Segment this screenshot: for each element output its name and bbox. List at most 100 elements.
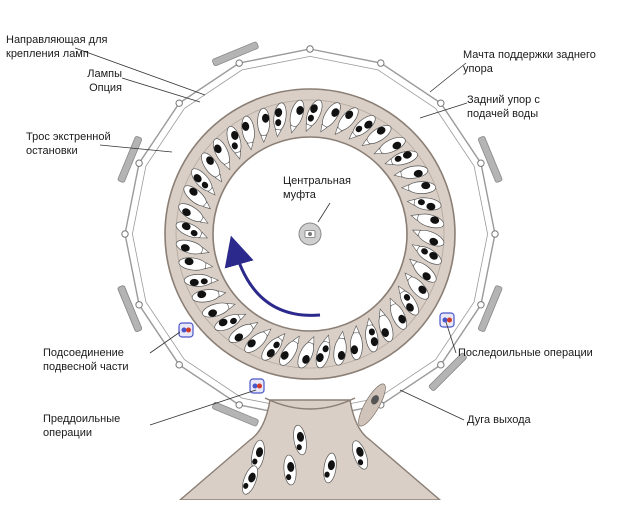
cow-stall [384,150,419,166]
cow-stall [406,197,442,211]
cow-stall [409,258,437,283]
exit-cow [242,465,258,495]
station-blue-dot [181,327,187,333]
cow-stall [410,213,445,229]
frame-node [377,59,385,67]
lamp-bar [212,401,259,427]
frame-node [235,401,243,409]
frame-node [175,99,183,107]
exit-cow [293,424,307,456]
frame-node [477,301,485,309]
frame-node [121,230,129,238]
lamp-bar [477,285,503,332]
cow-stall [183,274,220,287]
cow-stall [389,297,408,330]
cow-stall [315,334,331,369]
exit-cow [323,452,337,484]
exit-cow [352,440,368,470]
leader-line [121,77,201,103]
lamp-bars [117,41,503,427]
leader-line [317,202,331,223]
leader-line [445,321,457,354]
deck-rail [175,99,445,369]
label-lamp-guide: Направляющая для крепления ламп [6,34,108,60]
leader-line [149,331,181,354]
label-rear-stop-water: Задний упор с подачей воды [467,94,540,120]
lamp-bar [212,41,259,67]
cow-stall [398,285,419,316]
cow-stall [214,313,247,332]
cow-stall [212,138,231,171]
lamp-bar [117,285,143,332]
station-red-dot [186,327,191,333]
label-rear-stop-mast: Мачта поддержки заднего упора [463,49,596,75]
label-exit-arc: Дуга выхода [467,414,531,426]
label-lamps-option: Лампы Опция [87,68,122,94]
lamp-bar [428,352,467,391]
cow-stall [257,107,270,144]
leader-line [74,47,206,96]
cow-stall [175,221,209,239]
cow-stall [261,333,286,361]
cow-stall [226,125,242,160]
cow-stall [333,330,347,366]
cow-stall [305,99,323,133]
frame-node [135,301,143,309]
exit-platform [178,399,442,501]
frame-node [437,99,445,107]
cow-stall [178,257,214,271]
leader-line [429,62,467,93]
leader-line [399,389,465,421]
frame-node [491,230,499,238]
cow-stall [228,322,259,343]
cow-stall [404,272,429,300]
frame-node [477,159,485,167]
cow-stall [348,115,376,140]
frame-node [235,59,243,67]
exit-cow [283,454,297,486]
cow-stall [334,107,359,135]
cow-stall [393,165,429,179]
frame-node [437,361,445,369]
rotation-arrow [224,235,321,317]
station-red-dot [447,317,452,323]
station-blue-dot [252,383,258,389]
label-center-hub: Центральная муфта [283,175,351,201]
exiting-cow [358,383,386,427]
cow-stall [244,328,272,353]
cow-stall [241,115,255,151]
cow-stall [350,324,363,361]
leader-lines [74,47,468,426]
frame-node [175,361,183,369]
label-suspension-connection: Подсоединение подвесной части [43,347,129,373]
cow-stall [297,335,315,369]
cow-stall [175,239,210,255]
cow-stall [320,102,341,133]
frame-node [306,45,314,53]
station-red-dot [257,383,262,389]
cow-stall [191,168,216,196]
label-pre-dip: Преддоильные операции [43,413,121,439]
cow-stall [373,136,406,155]
cow-stall [411,229,445,247]
label-post-dip: Последоильные операции [458,347,593,359]
cow-stall [183,185,211,210]
cow-stall [400,181,437,194]
cow-stall [279,335,300,366]
frame-node [135,159,143,167]
cow-stall [201,302,236,318]
leader-line [99,144,173,153]
hub-lens [308,232,312,236]
lamp-bar [117,136,143,183]
rotation-arrow-icon [224,235,321,317]
cow-stall [201,152,222,183]
label-emergency-cable: Трос экстренной остановки [26,131,111,157]
cow-stall [289,99,305,134]
cow-stall [191,289,227,303]
camera-hub-icon [298,222,322,246]
leader-line [149,389,257,426]
exit-ramp [178,397,442,501]
station-blue-dot [442,317,448,323]
exit-arc-rail [264,397,356,410]
